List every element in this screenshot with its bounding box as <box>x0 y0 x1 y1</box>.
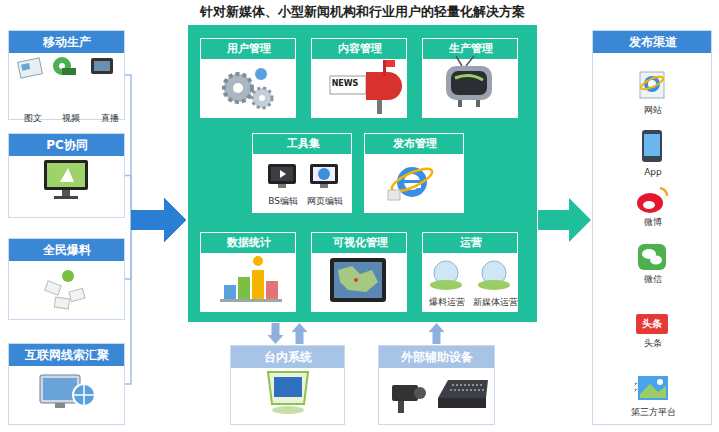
camera-icon <box>392 385 426 413</box>
globe-monitor-icon <box>40 375 95 408</box>
right-box: 发布渠道网站 App 微博微信头条第三方平台 <box>592 30 712 425</box>
inner-box: 运营爆料运营新媒体运营 <box>422 232 518 312</box>
side-box: 互联网线索汇聚 <box>8 343 125 425</box>
item-label: 网页编辑 <box>307 196 343 207</box>
connector-arrow <box>268 323 308 344</box>
mixer-icon <box>438 380 488 408</box>
box-heading: 生产管理 <box>449 42 493 55</box>
monitor-icons <box>268 164 338 188</box>
item-label: App <box>644 167 662 178</box>
website-icon <box>639 72 664 98</box>
box-heading: 互联网线索汇聚 <box>25 348 109 362</box>
item-label: 微信 <box>644 274 662 285</box>
side-box: 移动生产图文视频直播 <box>8 30 125 120</box>
box-heading: 针对新媒体、小型新闻机构和行业用户的轻量化解决方案 <box>200 4 525 20</box>
inner-box: 用户管理 <box>200 38 296 118</box>
box-heading: 发布管理 <box>393 137 437 150</box>
bottom-box: 外部辅助设备 <box>378 345 495 425</box>
inner-box: 可视化管理 <box>311 232 407 312</box>
item-label: 新媒体运营 <box>473 297 518 308</box>
mailbox-icon <box>330 60 402 114</box>
ie-icon <box>388 164 435 200</box>
box-heading: 用户管理 <box>227 42 271 55</box>
box-heading: 台内系统 <box>264 350 312 364</box>
icon-label: NEWS <box>331 80 360 89</box>
box-heading: PC协同 <box>46 138 88 152</box>
inner-box: 发布管理 <box>364 133 464 213</box>
imac-icon <box>268 372 308 414</box>
box-heading: 移动生产 <box>43 35 91 49</box>
item-label: 直播 <box>101 113 119 124</box>
box-heading: 发布渠道 <box>629 35 677 49</box>
box-heading: 工具集 <box>287 137 320 150</box>
bottom-box: 台内系统 <box>230 345 345 425</box>
connector-arrow <box>125 75 186 242</box>
third-party-icon <box>634 376 668 400</box>
inner-box: 生产管理 <box>422 38 518 118</box>
monitor-icon <box>44 160 88 199</box>
item-label: 第三方平台 <box>631 407 676 418</box>
inner-box: 工具集 BS编辑网页编辑 <box>252 133 352 213</box>
item-label: 爆料运营 <box>429 297 465 308</box>
chart-icon <box>220 256 282 302</box>
box-heading: 内容管理 <box>338 42 382 55</box>
connector-arrow <box>538 198 591 242</box>
item-label: 网站 <box>644 105 662 116</box>
box-heading: 外部辅助设备 <box>401 350 473 364</box>
icon-label: 头条 <box>641 318 663 329</box>
inner-box: 数据统计 <box>200 232 296 312</box>
film-icon <box>53 57 76 75</box>
globe-icons <box>430 261 510 290</box>
item-label: BS编辑 <box>268 196 298 207</box>
item-label: 视频 <box>62 113 80 124</box>
box-heading: 数据统计 <box>227 236 271 249</box>
box-heading: 全民爆料 <box>43 243 91 257</box>
inner-box: 内容管理 <box>311 38 407 118</box>
panel-box: 针对新媒体、小型新闻机构和行业用户的轻量化解决方案用户管理内容管理生产管理工具集… <box>188 25 537 322</box>
newspaper-icon <box>18 58 43 78</box>
gear-icon <box>224 68 272 108</box>
box-heading: 可视化管理 <box>333 236 388 249</box>
app-icon <box>642 130 662 162</box>
tablet-map-icon <box>330 258 386 302</box>
toutiao-icon <box>636 314 668 334</box>
item-label: 图文 <box>24 113 42 124</box>
side-box: PC协同 <box>8 133 125 218</box>
item-label: 微博 <box>644 217 662 228</box>
retro-tv-icon <box>446 56 492 107</box>
side-box: 全民爆料 <box>8 238 125 320</box>
connector-arrow <box>429 323 445 344</box>
tv-icon <box>91 58 113 74</box>
weibo-icon <box>637 188 667 213</box>
item-label: 头条 <box>644 338 662 349</box>
connector-arrow <box>125 198 186 279</box>
wechat-icon <box>638 244 666 270</box>
connector-arrow <box>125 198 186 384</box>
connector-arrow <box>125 176 186 243</box>
papers-icon <box>45 270 85 309</box>
box-heading: 运营 <box>460 236 482 249</box>
